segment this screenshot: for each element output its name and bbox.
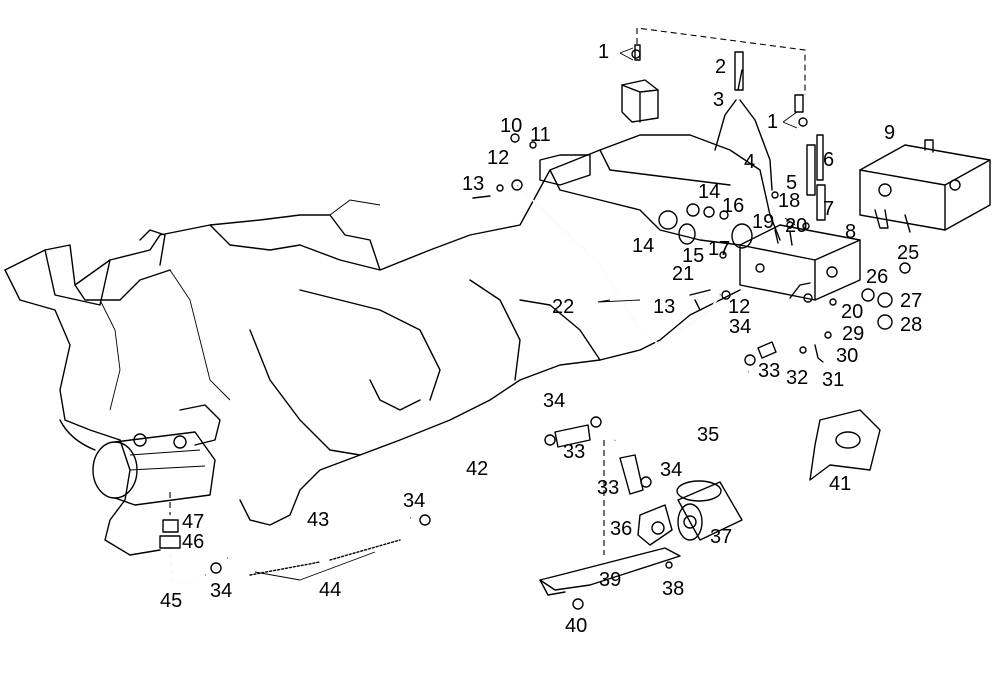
callout-34c: 34 — [660, 459, 682, 481]
callout-34a: 34 — [729, 316, 751, 338]
callout-17: 17 — [708, 238, 730, 260]
callout-labels: 1 1 2 3 4 5 6 7 8 9 10 11 12 12 13 13 14… — [160, 41, 922, 637]
callout-19: 19 — [752, 211, 774, 233]
callout-28: 28 — [900, 314, 922, 336]
callout-33c: 33 — [597, 477, 619, 499]
valve-block — [739, 224, 861, 301]
callout-45: 45 — [160, 590, 182, 612]
callout-34d: 34 — [403, 490, 425, 512]
callout-2: 2 — [715, 56, 726, 78]
callout-46: 46 — [182, 531, 204, 553]
filter-bracket — [539, 547, 681, 610]
callout-37: 37 — [710, 526, 732, 548]
callout-33b: 33 — [563, 441, 585, 463]
callout-27: 27 — [900, 290, 922, 312]
callout-11: 11 — [530, 124, 551, 146]
mounting-bracket — [809, 409, 881, 481]
callout-25: 25 — [897, 242, 919, 264]
callout-42: 42 — [466, 458, 488, 480]
fittings — [159, 49, 911, 574]
callout-30: 30 — [836, 345, 858, 367]
oil-filter — [676, 480, 743, 541]
callout-31: 31 — [822, 369, 844, 391]
callout-40: 40 — [565, 615, 587, 637]
callout-13a: 13 — [462, 173, 484, 195]
callout-16: 16 — [722, 195, 744, 217]
callout-21: 21 — [672, 263, 694, 285]
callout-4: 4 — [744, 151, 755, 173]
reservoir-cup — [621, 44, 804, 123]
callout-34b: 34 — [543, 390, 565, 412]
callout-22: 22 — [552, 296, 574, 318]
callout-44: 44 — [319, 579, 341, 601]
callout-34e: 34 — [210, 580, 232, 602]
callout-3: 3 — [713, 89, 724, 111]
callout-leaders — [254, 47, 798, 581]
leader-line-top — [636, 27, 806, 95]
callout-29: 29 — [842, 323, 864, 345]
callout-36: 36 — [610, 518, 632, 540]
pipes — [169, 69, 824, 585]
callout-32: 32 — [786, 367, 808, 389]
callout-20b: 20 — [841, 301, 863, 323]
callout-6: 6 — [823, 149, 834, 171]
callout-26: 26 — [866, 266, 888, 288]
callout-47: 47 — [182, 511, 204, 533]
callout-12a: 12 — [487, 147, 509, 169]
oil-tank — [859, 139, 991, 233]
callout-13b: 13 — [653, 296, 675, 318]
callout-5: 5 — [786, 172, 797, 194]
callout-43: 43 — [307, 509, 329, 531]
callout-14a: 14 — [698, 181, 720, 203]
callout-10: 10 — [500, 115, 522, 137]
callout-35: 35 — [697, 424, 719, 446]
callout-15: 15 — [682, 245, 704, 267]
callout-9: 9 — [884, 122, 895, 144]
hydraulic-pump — [92, 404, 221, 506]
filter-head — [637, 504, 673, 546]
callout-12b: 12 — [728, 296, 750, 318]
callout-20a: 20 — [785, 215, 807, 237]
callout-14b: 14 — [632, 235, 654, 257]
callout-39: 39 — [599, 569, 621, 591]
callout-1a: 1 — [598, 41, 609, 63]
callout-1b: 1 — [767, 111, 778, 133]
callout-33a: 33 — [758, 360, 780, 382]
callout-7: 7 — [823, 198, 834, 220]
callout-41: 41 — [829, 473, 851, 495]
callout-18: 18 — [778, 190, 800, 212]
transmission-housing — [4, 134, 781, 556]
callout-8: 8 — [845, 221, 856, 243]
callout-38: 38 — [662, 578, 684, 600]
